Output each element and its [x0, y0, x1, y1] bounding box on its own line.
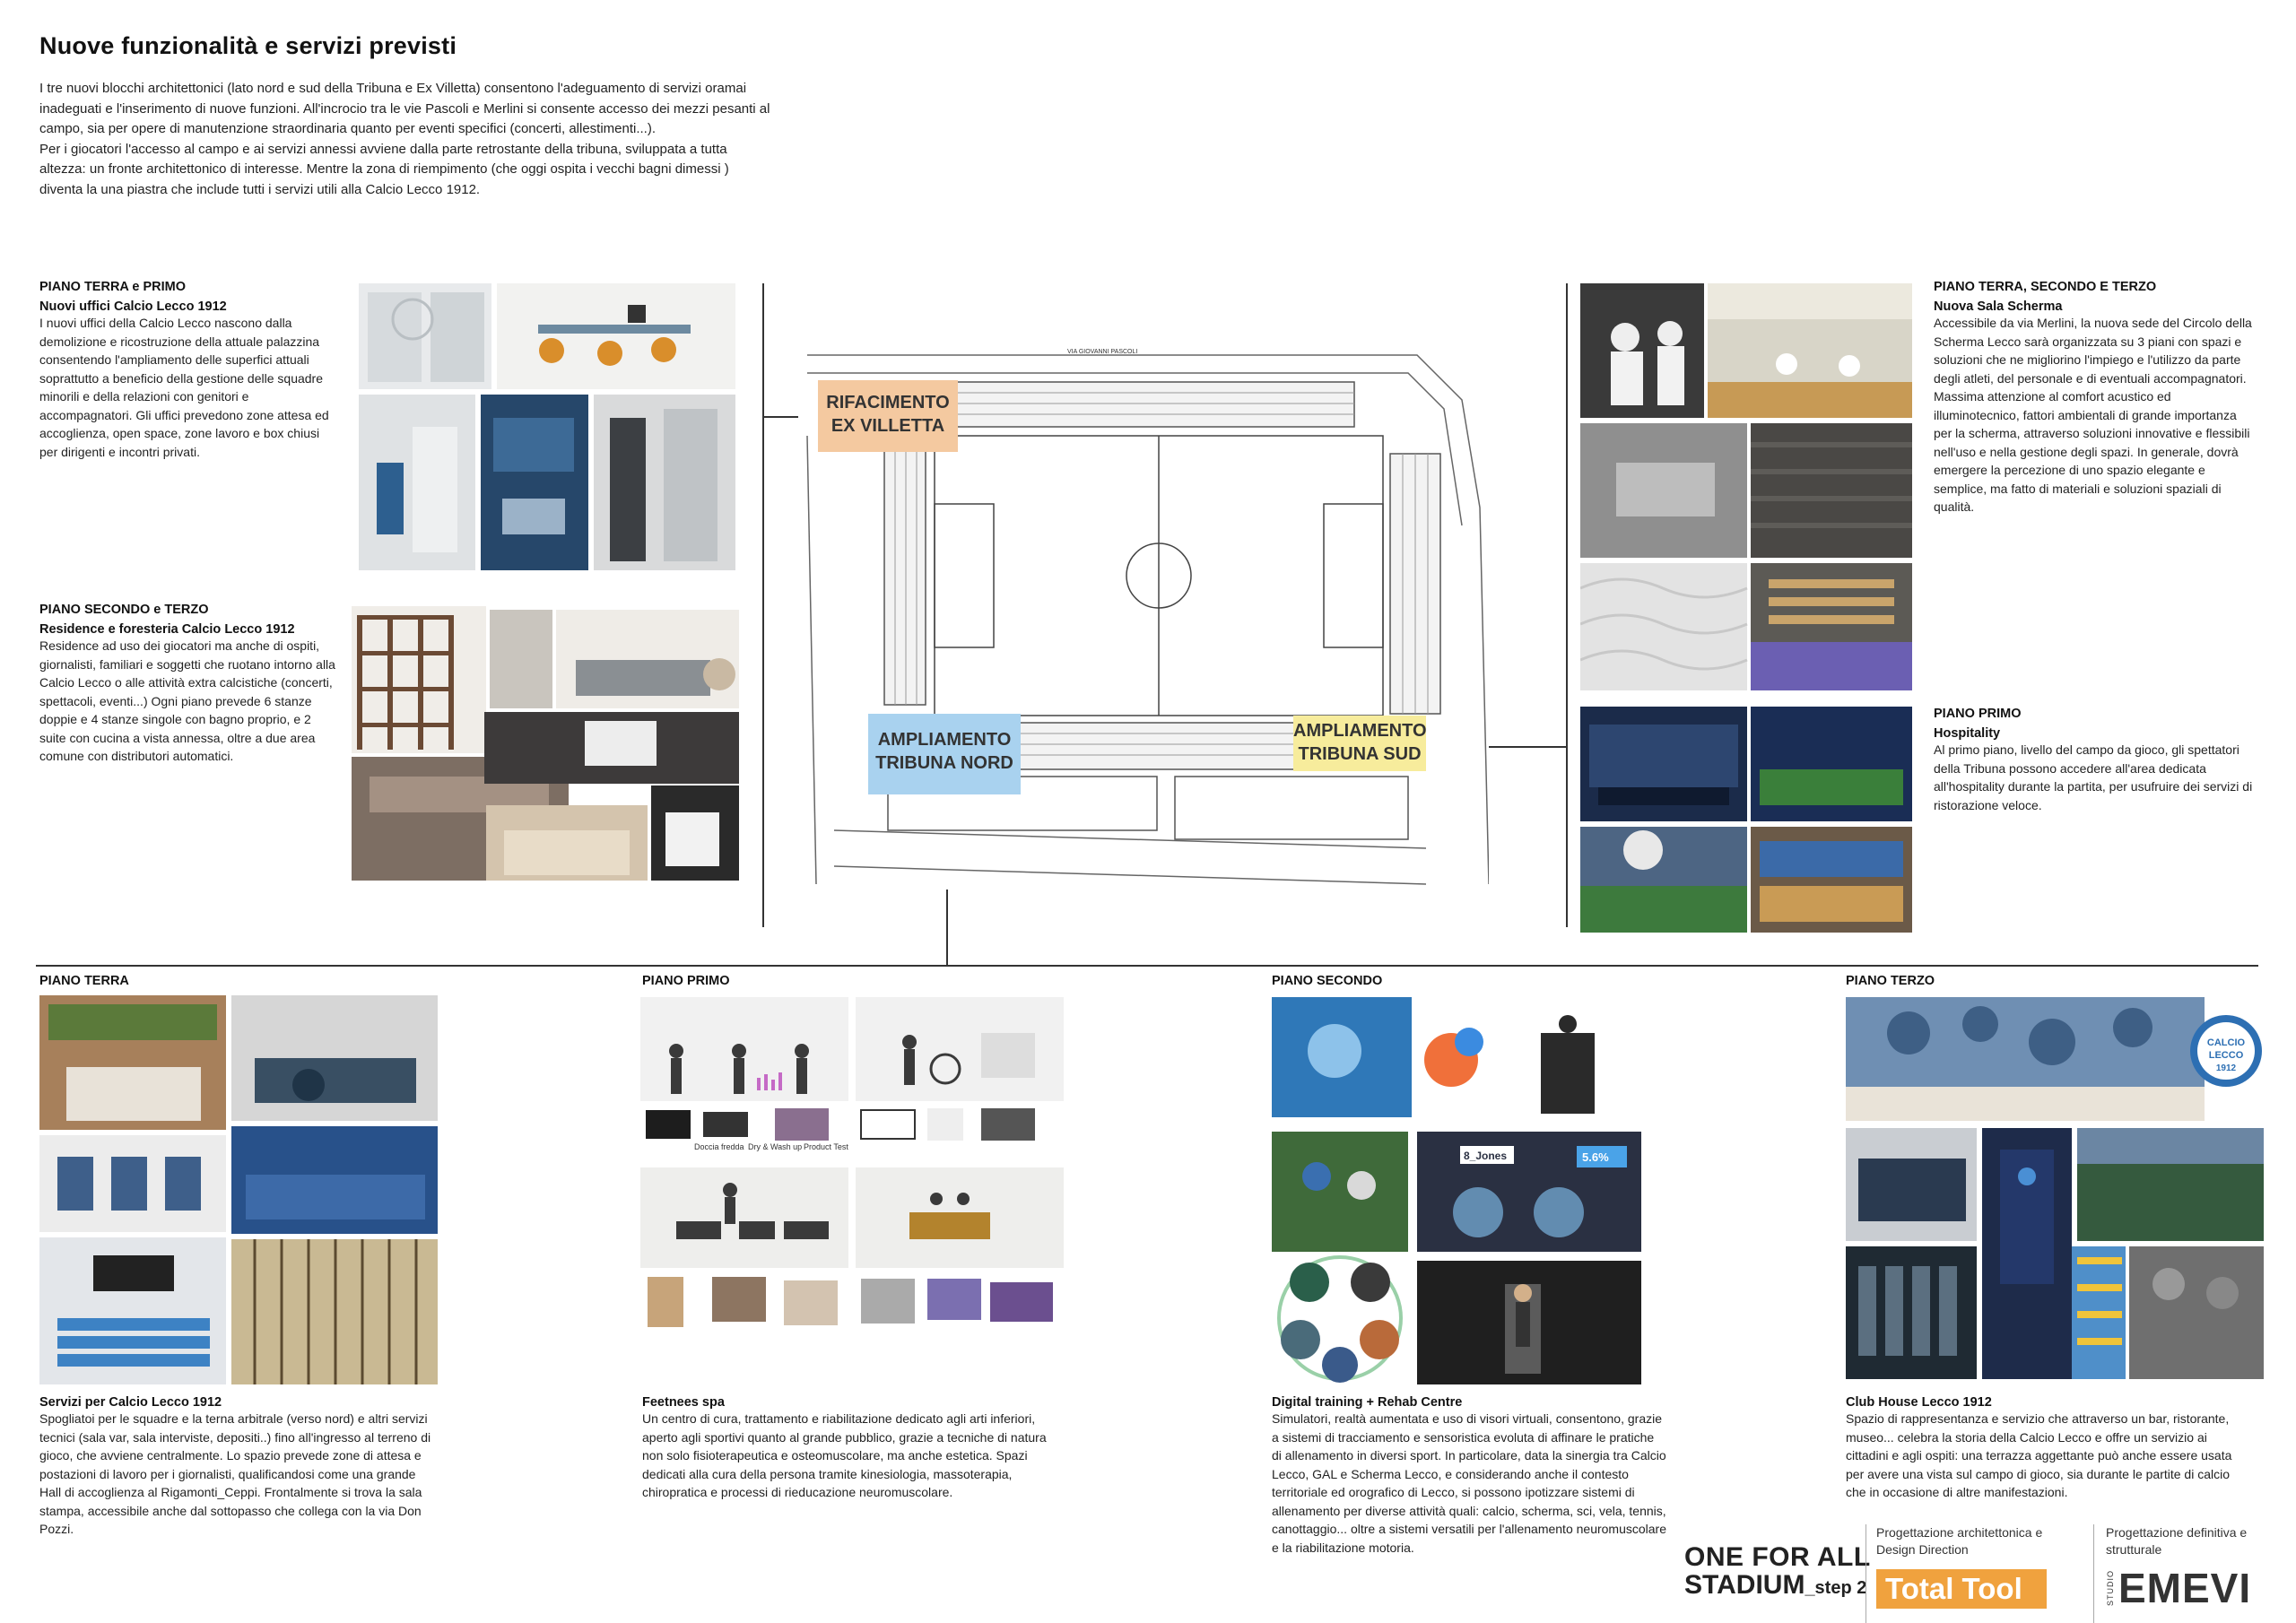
label-tribuna-nord-line2: TRIBUNA NORD [875, 753, 1013, 773]
club-badge-line2: LECCO [2209, 1050, 2244, 1061]
section-hospitality: PIANO PRIMO Hospitality Al primo piano, … [1934, 707, 2257, 814]
section-body: I nuovi uffici della Calcio Lecco nascon… [39, 316, 329, 459]
section-heading: PIANO PRIMO [1934, 707, 2022, 721]
project-title-line2: STADIUM [1684, 1570, 1805, 1600]
servizi-photo-collage [39, 995, 438, 1384]
connector-right-sud [1449, 746, 1566, 748]
footer-credit-design: Progettazione architettonica e Design Di… [1876, 1524, 2083, 1609]
section-subtitle: Club House Lecco 1912 [1846, 1395, 1992, 1410]
road-label-top: VIA GIOVANNI PASCOLI [1067, 349, 1137, 355]
section-scherma: PIANO TERRA, SECONDO E TERZO Nuova Sala … [1934, 280, 2257, 516]
club-badge-line1: CALCIO [2207, 1037, 2246, 1048]
intro-text: I tre nuovi blocchi architettonici (lato… [39, 79, 775, 200]
training-badge-2: 5.6% [1582, 1150, 1609, 1164]
spa-caption-3: Product Test [804, 1142, 848, 1151]
label-tribuna-nord: AMPLIAMENTO TRIBUNA NORD [868, 714, 1021, 794]
section-body: Al primo piano, livello del campo da gio… [1934, 742, 2253, 812]
section-subtitle: Nuovi uffici Calcio Lecco 1912 [39, 299, 227, 314]
emevi-logo-text: EMEVI [2118, 1565, 2252, 1611]
section-heading: PIANO SECONDO e TERZO [39, 603, 209, 617]
uffici-photo-collage [359, 283, 735, 570]
section-body: Simulatori, realtà aumentata e uso di vi… [1272, 1411, 1667, 1555]
project-title: ONE FOR ALL STADIUM_step 2 [1684, 1544, 1873, 1604]
emevi-logo: STUDIO EMEVI [2106, 1566, 2267, 1610]
residence-photo-collage [352, 606, 739, 881]
label-ex-villetta-line2: EX VILLETTA [831, 416, 945, 436]
divider-left [762, 283, 764, 927]
section-residence: PIANO SECONDO e TERZO Residence e forest… [39, 603, 335, 766]
training-heading: PIANO SECONDO [1272, 974, 1383, 988]
section-uffici: PIANO TERRA e PRIMO Nuovi uffici Calcio … [39, 280, 335, 461]
section-club: Club House Lecco 1912 Spazio di rapprese… [1846, 1395, 2240, 1502]
training-photo-collage: 8_Jones 5.6% [1272, 997, 1641, 1384]
label-ex-villetta: RIFACIMENTO EX VILLETTA [818, 380, 958, 452]
section-training: Digital training + Rehab Centre Simulato… [1272, 1395, 1666, 1557]
label-tribuna-sud-line1: AMPLIAMENTO [1293, 721, 1427, 741]
section-spa: Feetnees spa Un centro di cura, trattame… [642, 1395, 1051, 1502]
section-subtitle: Hospitality [1934, 726, 2001, 741]
servizi-heading: PIANO TERRA [39, 974, 129, 988]
divider-right [1566, 283, 1568, 927]
section-body: Spogliatoi per le squadre e la terna arb… [39, 1411, 431, 1536]
footer-credit-design-label: Progettazione architettonica e Design Di… [1876, 1525, 2043, 1557]
label-tribuna-sud: AMPLIAMENTO TRIBUNA SUD [1293, 716, 1427, 771]
section-heading: PIANO TERRA e PRIMO [39, 280, 187, 294]
spa-caption-2: Dry & Wash up [748, 1142, 802, 1151]
divider-bottom-row [36, 965, 2258, 967]
spa-caption-1: Doccia fredda [694, 1142, 744, 1151]
section-subtitle: Digital training + Rehab Centre [1272, 1395, 1463, 1410]
hospitality-photo-collage [1580, 707, 1912, 933]
training-badge-1: 8_Jones [1464, 1150, 1507, 1162]
section-subtitle: Servizi per Calcio Lecco 1912 [39, 1395, 222, 1410]
section-body: Accessibile da via Merlini, la nuova sed… [1934, 316, 2252, 514]
emevi-logo-studio: STUDIO [2106, 1569, 2115, 1606]
scherma-photo-collage [1579, 283, 1912, 690]
intro-paragraph-2: Per i giocatori l'accesso al campo e ai … [39, 141, 729, 197]
footer-credit-structure: Progettazione definitiva e strutturale S… [2106, 1524, 2267, 1610]
section-body: Un centro di cura, trattamento e riabili… [642, 1411, 1047, 1499]
project-title-line2-row: STADIUM_step 2 [1684, 1571, 1873, 1604]
section-heading: PIANO TERRA, SECONDO E TERZO [1934, 280, 2157, 294]
section-subtitle: Residence e foresteria Calcio Lecco 1912 [39, 622, 295, 637]
footer-divider-2 [2093, 1524, 2094, 1623]
club-badge-line3: 1912 [2216, 1063, 2237, 1073]
page-title: Nuove funzionalità e servizi previsti [39, 32, 457, 59]
club-photo-collage: CALCIO LECCO 1912 [1846, 997, 2264, 1379]
section-servizi: Servizi per Calcio Lecco 1912 Spogliatoi… [39, 1395, 434, 1539]
section-body: Spazio di rappresentanza e servizio che … [1846, 1411, 2232, 1499]
label-tribuna-nord-line1: AMPLIAMENTO [877, 730, 1012, 750]
spa-heading: PIANO PRIMO [642, 974, 730, 988]
site-plan: VIA GIOVANNI PASCOLI [798, 346, 1490, 890]
label-ex-villetta-line1: RIFACIMENTO [826, 393, 950, 412]
project-title-line1: ONE FOR ALL [1684, 1542, 1871, 1572]
club-heading: PIANO TERZO [1846, 974, 1935, 988]
project-step: _step 2 [1805, 1578, 1867, 1598]
footer-credit-structure-label: Progettazione definitiva e strutturale [2106, 1525, 2248, 1557]
label-tribuna-sud-line2: TRIBUNA SUD [1298, 744, 1422, 764]
section-subtitle: Nuova Sala Scherma [1934, 299, 2063, 314]
section-subtitle: Feetnees spa [642, 1395, 725, 1410]
total-tool-logo: Total Tool [1876, 1569, 2047, 1609]
spa-illustrations: Doccia fredda Dry & Wash up Product Test [640, 997, 1064, 1331]
intro-paragraph-1: I tre nuovi blocchi architettonici (lato… [39, 81, 770, 136]
section-body: Residence ad uso dei giocatori ma anche … [39, 638, 335, 763]
